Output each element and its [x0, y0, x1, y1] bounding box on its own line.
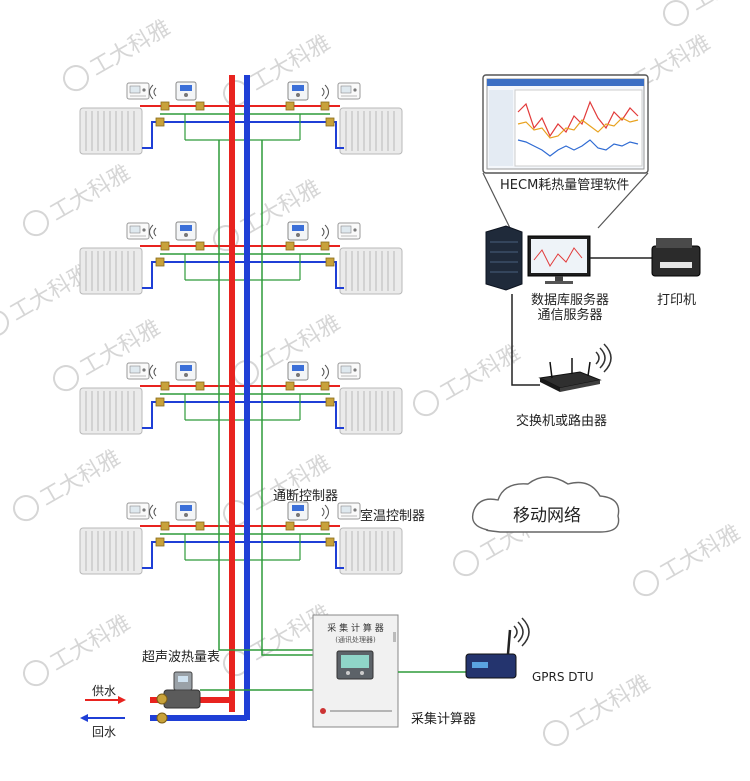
watermark-logo: 工大科雅 — [13, 446, 125, 522]
watermark-text: 工大科雅 — [36, 446, 125, 512]
room-temp-controller-left — [126, 502, 150, 520]
room-temp-controller-left — [126, 82, 150, 100]
label-collector: 采集计算器 — [411, 712, 477, 727]
watermark-logo: 工大科雅 — [23, 161, 135, 237]
radiator-left — [79, 527, 143, 575]
watermark-text: 工大科雅 — [46, 161, 135, 227]
label-db-server: 数据库服务器 — [530, 293, 609, 308]
on-off-controller-left — [175, 221, 197, 241]
on-off-controller-right — [287, 361, 309, 381]
on-off-controller-left — [175, 361, 197, 381]
watermark-logo: 工大科雅 — [633, 521, 745, 597]
label-ultrasonic-meter: 超声波热量表 — [142, 650, 221, 665]
label-switch-router: 交换机或路由器 — [516, 414, 608, 429]
server-tower — [485, 225, 523, 291]
watermark-logo: 工大科雅 — [223, 31, 335, 107]
server-monitor — [527, 235, 591, 284]
box-subtitle: (通讯处理器) — [335, 635, 376, 644]
collector-box: 采 集 计 算 器 (通讯处理器) — [312, 614, 399, 728]
radiator-right — [339, 247, 403, 295]
watermark-text: 工大科雅 — [46, 611, 135, 677]
on-off-controller-left — [175, 81, 197, 101]
radiator-right — [339, 527, 403, 575]
on-off-controller-right — [287, 81, 309, 101]
ultrasonic-heat-meter — [156, 671, 201, 724]
watermark-text: 工大科雅 — [686, 0, 750, 16]
watermark-logo: 工大科雅 — [213, 176, 325, 252]
floor-assembly — [79, 221, 403, 295]
radiator-left — [79, 247, 143, 295]
label-mobile-network: 移动网络 — [513, 506, 581, 526]
radiator-right — [339, 387, 403, 435]
watermark-logo: 工大科雅 — [413, 341, 525, 417]
box-title: 采 集 计 算 器 — [327, 622, 383, 634]
software-screenshot-callout — [482, 74, 649, 229]
radiator-left — [79, 387, 143, 435]
label-supply-water: 供水 — [92, 684, 117, 698]
radiator-left — [79, 107, 143, 155]
floor-assembly — [79, 361, 403, 435]
label-room-temp-controller: 室温控制器 — [360, 509, 426, 524]
watermark-text: 工大科雅 — [86, 16, 175, 82]
floor-assembly — [79, 81, 403, 155]
radiator-right — [339, 107, 403, 155]
room-temp-controller-right — [337, 362, 361, 380]
label-software: HECM耗热量管理软件 — [500, 178, 630, 193]
label-on-off-controller: 通断控制器 — [273, 489, 339, 504]
gprs-dtu-device — [465, 617, 530, 679]
printer-device — [651, 238, 701, 277]
floor-assembly — [79, 501, 403, 575]
router-device — [538, 343, 612, 392]
room-temp-controller-right — [337, 222, 361, 240]
watermark-text: 工大科雅 — [656, 521, 745, 587]
room-temp-controller-left — [126, 222, 150, 240]
room-temp-controller-right — [337, 82, 361, 100]
watermark-logo: 工大科雅 — [53, 316, 165, 392]
on-off-controller-right — [287, 221, 309, 241]
room-temp-controller-right — [337, 502, 361, 520]
watermark-logo: 工大科雅 — [23, 611, 135, 687]
watermark-logo: 工大科雅 — [63, 16, 175, 92]
watermark-logo: 工大科雅 — [663, 0, 750, 27]
mobile-network-cloud — [471, 476, 620, 533]
room-temp-controller-left — [126, 362, 150, 380]
on-off-controller-left — [175, 501, 197, 521]
watermark-text: 工大科雅 — [76, 316, 165, 382]
label-printer: 打印机 — [657, 293, 697, 308]
label-comm-server: 通信服务器 — [537, 308, 603, 323]
label-return-water: 回水 — [92, 725, 117, 739]
label-gprs-dtu: GPRS DTU — [532, 670, 594, 684]
